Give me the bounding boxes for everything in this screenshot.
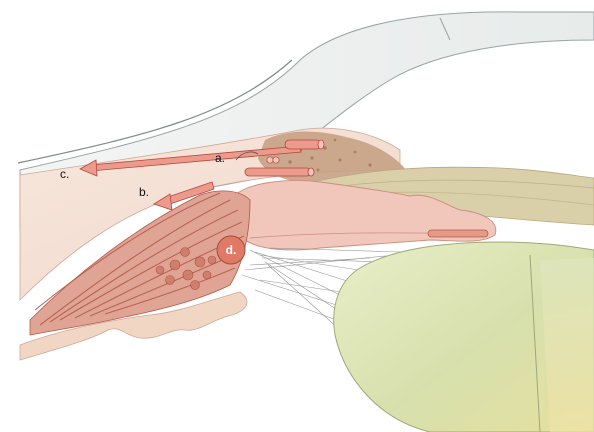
label-d: d. — [226, 243, 237, 257]
label-c: c. — [60, 167, 69, 181]
lens — [334, 242, 594, 432]
label-b: b. — [139, 185, 149, 199]
label-a: a. — [215, 151, 225, 165]
marker-d: d. — [217, 236, 245, 264]
